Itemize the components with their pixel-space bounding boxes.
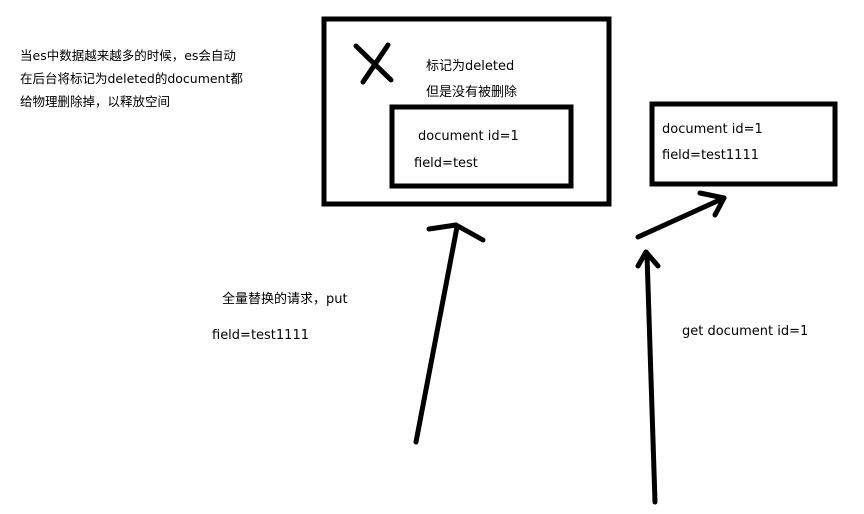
note-line: 给物理删除掉，以释放空间: [20, 94, 171, 109]
old-doc-field: field=test: [414, 156, 478, 171]
new-doc-id: document id=1: [662, 122, 763, 137]
background-purge-note: 当es中数据越来越多的时候，es会自动 在后台将标记为deleted的docum…: [20, 44, 243, 113]
put-request-field: field=test1111: [212, 328, 309, 343]
old-doc-box: [389, 104, 574, 189]
old-doc-id: document id=1: [418, 129, 519, 144]
deleted-x-icon: [353, 42, 394, 85]
get-arrow: [635, 249, 661, 505]
new-doc-arrow: [635, 190, 727, 240]
note-line: 在后台将标记为deleted的document都: [20, 71, 243, 86]
put-arrow: [413, 222, 486, 445]
new-doc-field: field=test1111: [662, 148, 759, 163]
put-request-label: 全量替换的请求，put: [222, 292, 348, 307]
old-doc-outer-box: [321, 16, 612, 207]
not-removed-label: 但是没有被删除: [426, 85, 518, 100]
note-line: 当es中数据越来越多的时候，es会自动: [20, 48, 236, 63]
marked-deleted-label: 标记为deleted: [426, 59, 515, 74]
get-request-label: get document id=1: [682, 324, 809, 339]
new-doc-box: [649, 101, 838, 187]
